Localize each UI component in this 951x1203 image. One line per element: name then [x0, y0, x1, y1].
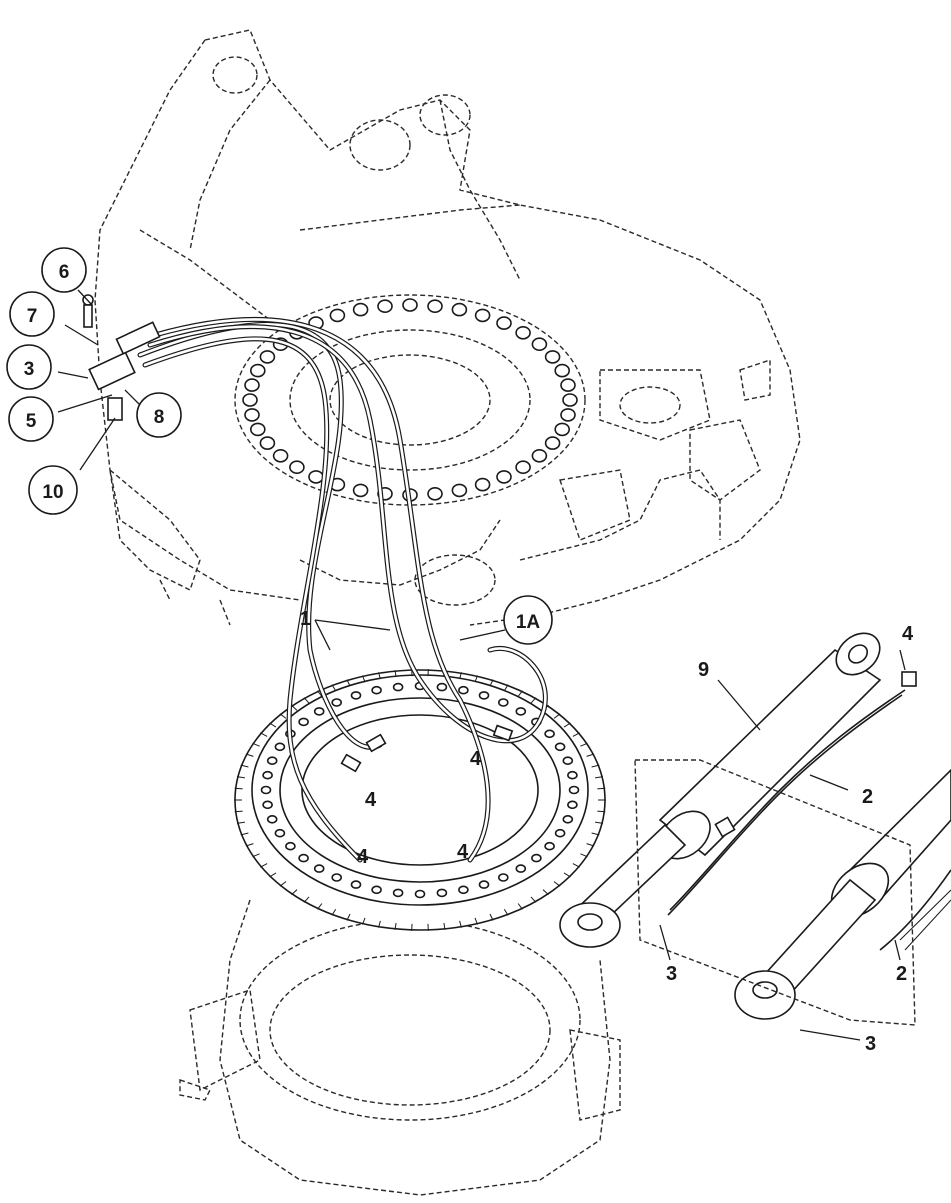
bolt-head	[428, 488, 442, 500]
label-4-top: 4	[902, 623, 914, 645]
callout-1A: 1A	[504, 596, 552, 644]
bolt-head	[260, 351, 274, 363]
cylinder-lower	[735, 770, 951, 1019]
bolt-head	[546, 437, 560, 449]
callout-5: 5	[9, 397, 53, 441]
bolt-head	[245, 409, 259, 421]
bolt-head	[309, 471, 323, 483]
svg-text:3: 3	[24, 359, 35, 380]
callout-3-left: 3	[7, 345, 51, 389]
leader-lines	[58, 290, 905, 1040]
label-1: 1	[300, 608, 311, 630]
bolt-head	[452, 484, 466, 496]
bolt-head	[403, 299, 417, 311]
svg-text:7: 7	[27, 306, 38, 327]
callout-7: 7	[10, 292, 54, 336]
bolt-head	[251, 423, 265, 435]
bolt-head	[354, 484, 368, 496]
bolt-head	[354, 304, 368, 316]
bolt-head	[497, 471, 511, 483]
bolt-head	[260, 437, 274, 449]
bolt-head	[516, 327, 530, 339]
svg-text:8: 8	[154, 407, 165, 428]
label-4-ring-right: 4	[470, 748, 482, 770]
bolt-head	[561, 409, 575, 421]
label-9: 9	[698, 659, 709, 681]
bolt-head	[497, 317, 511, 329]
bolt-head	[251, 365, 265, 377]
svg-text:1A: 1A	[516, 612, 541, 633]
callout-10: 10	[29, 466, 77, 514]
bolt-head	[563, 394, 577, 406]
bolt-head	[245, 379, 259, 391]
label-2-lower: 2	[896, 963, 907, 985]
bolt-head	[532, 450, 546, 462]
bolt-head	[452, 304, 466, 316]
bolt-head	[546, 351, 560, 363]
label-4-ring-bottom-left: 4	[357, 846, 369, 868]
bolt-head	[555, 423, 569, 435]
svg-text:6: 6	[59, 262, 70, 283]
label-3-mid: 3	[666, 963, 677, 985]
ring-tooth	[597, 788, 605, 789]
bolt-head	[561, 379, 575, 391]
label-4-ring-bottom-right: 4	[457, 841, 469, 863]
ring-tooth	[235, 788, 243, 789]
bolt-head	[428, 300, 442, 312]
label-3-bottom: 3	[865, 1033, 876, 1055]
svg-text:5: 5	[26, 411, 37, 432]
bolt-head	[274, 450, 288, 462]
svg-text:10: 10	[42, 482, 63, 503]
label-2-upper: 2	[862, 786, 873, 808]
bolt-head	[555, 365, 569, 377]
bolt-head	[476, 479, 490, 491]
callout-6: 6	[42, 248, 86, 292]
bolt-head	[243, 394, 257, 406]
bolt-head	[330, 309, 344, 321]
bolt-head	[476, 309, 490, 321]
ring-tooth	[235, 811, 243, 812]
bolt-head	[516, 461, 530, 473]
bolt-head	[378, 300, 392, 312]
bolt-head	[532, 338, 546, 350]
lower-housing-phantom	[180, 900, 620, 1195]
bolt-head	[290, 461, 304, 473]
label-4-ring-left: 4	[365, 789, 377, 811]
ring-tooth	[597, 811, 605, 812]
callout-8: 8	[137, 393, 181, 437]
upper-frame-phantom	[95, 30, 800, 625]
